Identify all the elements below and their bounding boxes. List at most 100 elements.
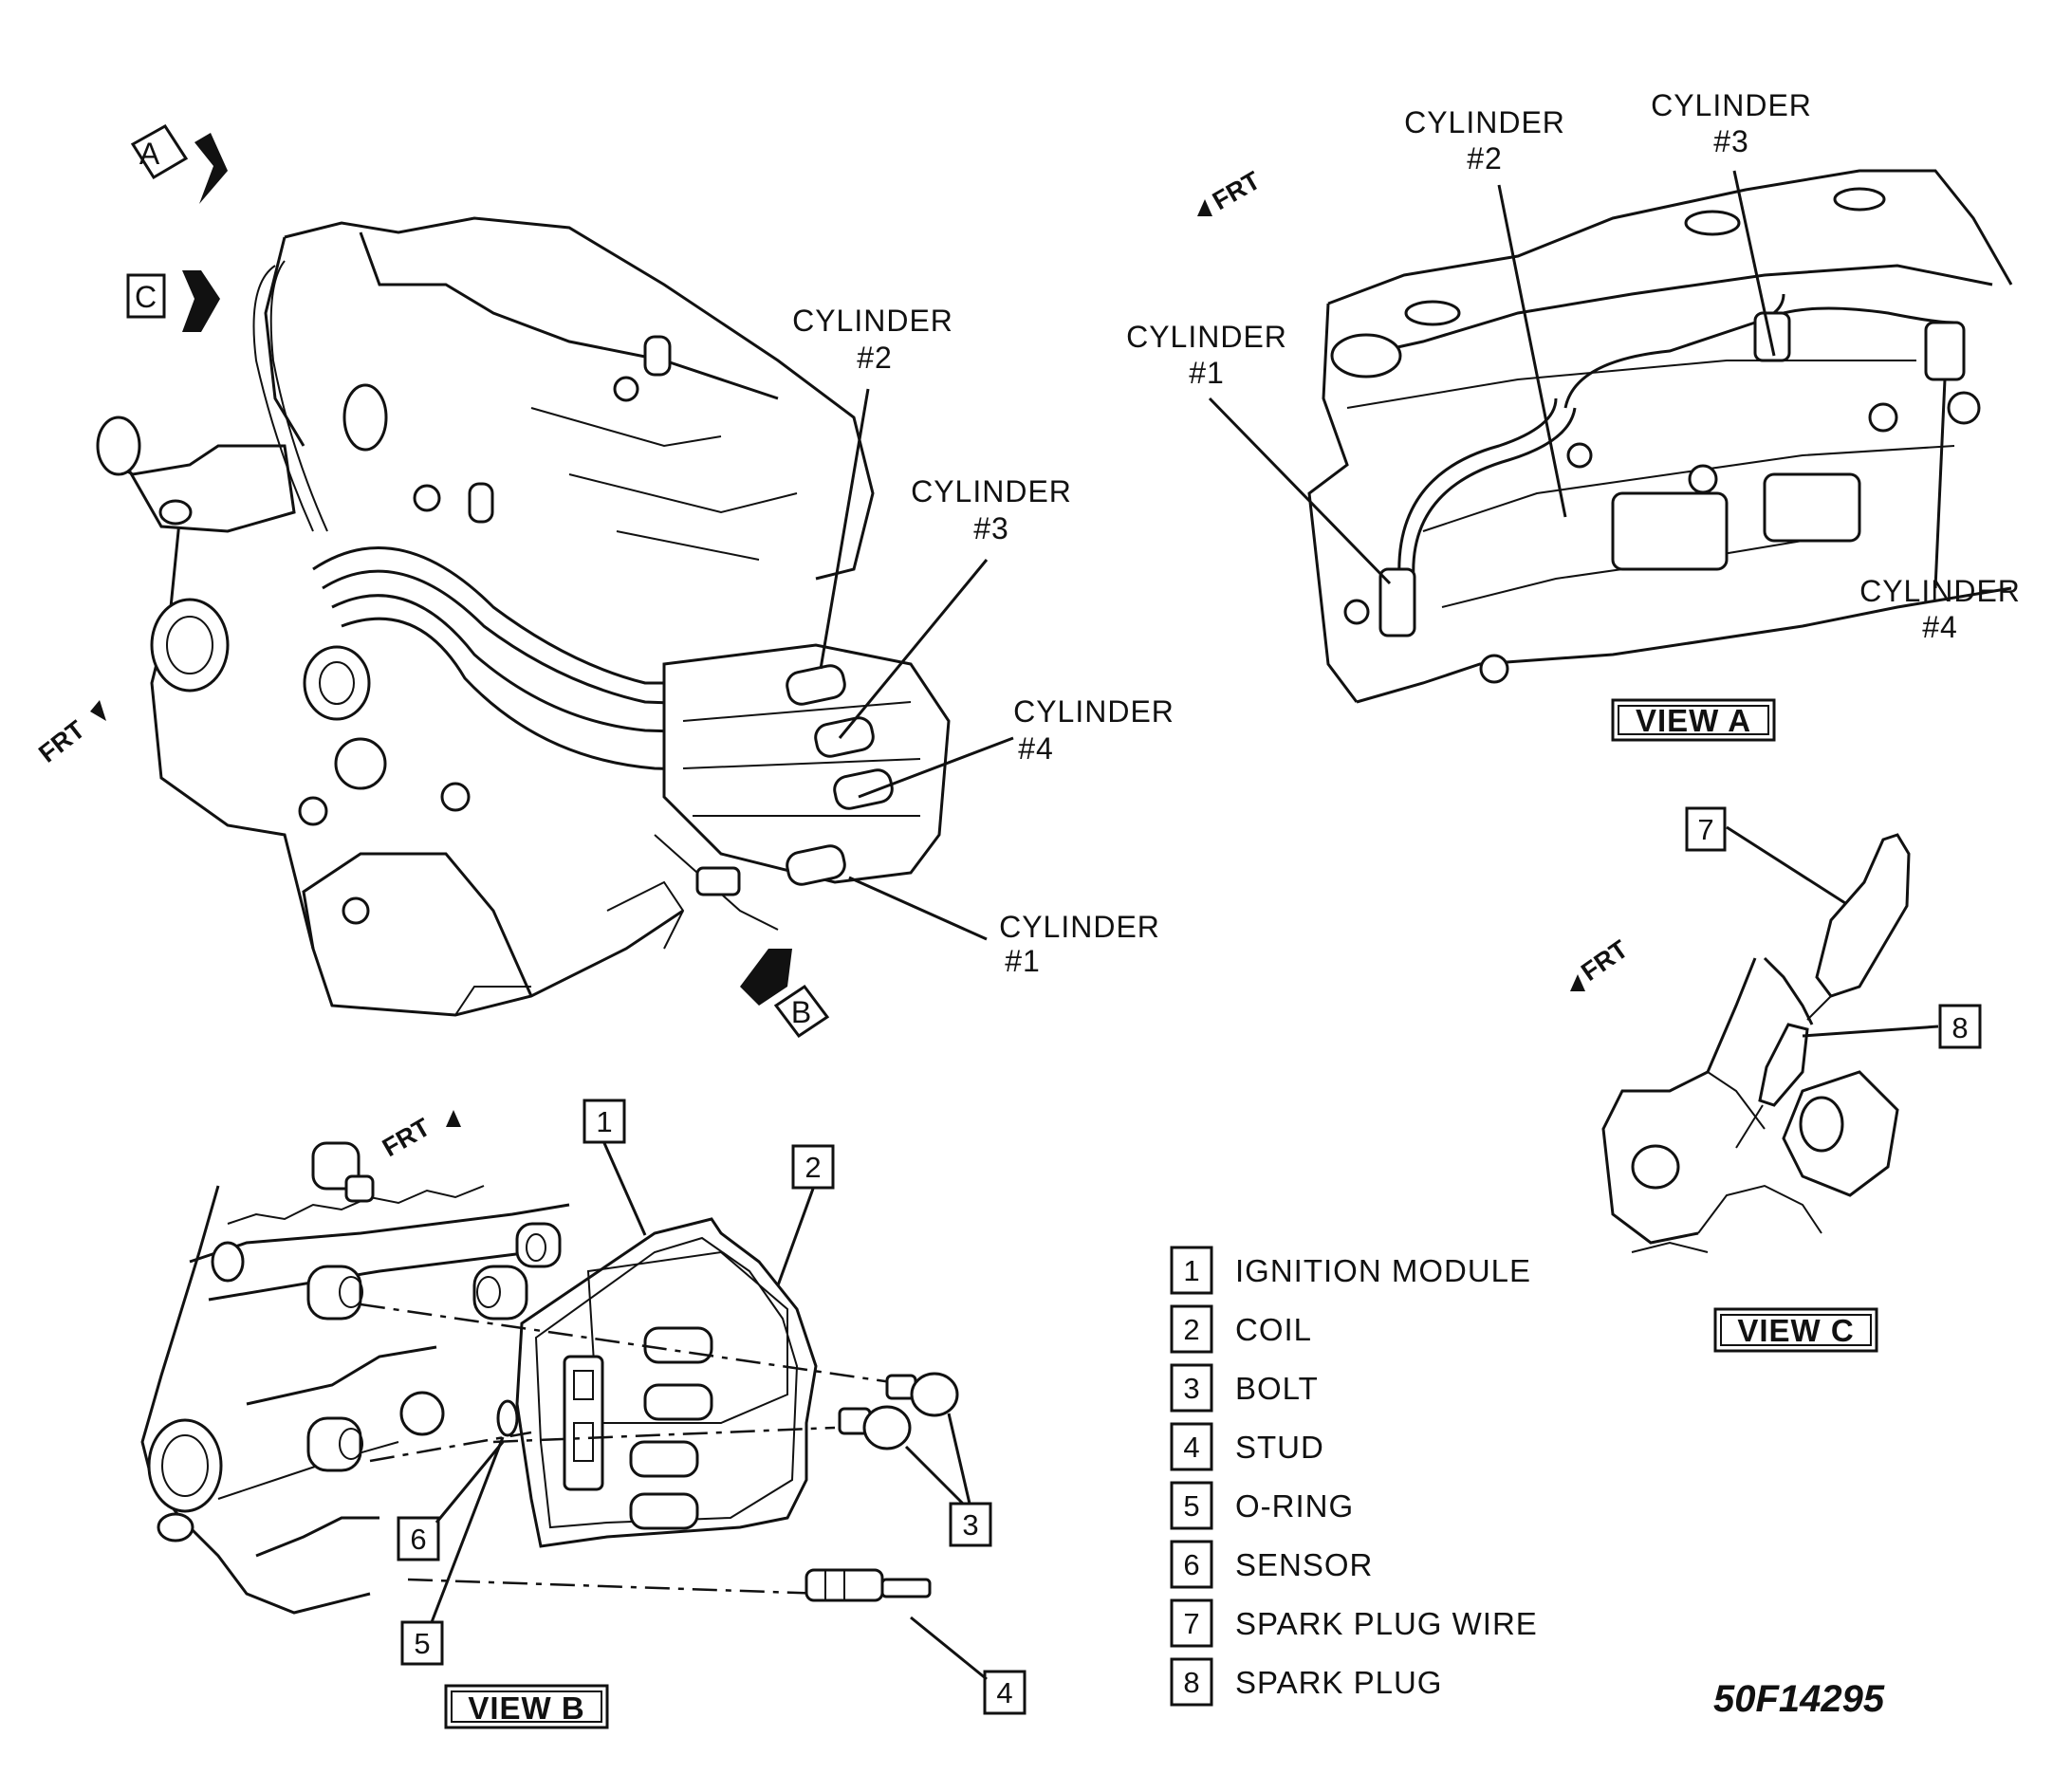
front-arrow-icon-view-b [446, 1110, 461, 1127]
arrow-c-icon [182, 270, 220, 332]
leader-4 [910, 1616, 988, 1681]
callout-main-cylinder-3-number: #3 [973, 511, 1009, 545]
legend-number: 6 [1183, 1548, 1199, 1581]
legend-number: 8 [1183, 1666, 1199, 1699]
view-c-callouts: 7 8 [1685, 806, 1982, 1049]
leader-main-cylinder-1 [848, 876, 988, 941]
callout-main-cylinder-2-number: #2 [857, 341, 893, 375]
legend-label: SPARK PLUG [1235, 1665, 1442, 1700]
legend-number: 4 [1183, 1431, 1199, 1464]
callout-view-a-cylinder-4-number: #4 [1922, 610, 1958, 644]
front-indicator-main: FRT [33, 700, 106, 768]
leader-main-cylinder-3 [838, 559, 989, 739]
callout-view-a-cylinder-2: CYLINDER [1404, 105, 1565, 139]
view-arrow-a: A [130, 124, 228, 204]
legend-item: 2 COIL [1170, 1304, 1312, 1354]
view-b-callouts: 1 2 3 4 5 6 [397, 1099, 1026, 1715]
callout-4-number: 4 [996, 1676, 1012, 1709]
front-label-view-a: FRT [1208, 166, 1266, 215]
legend-label: O-RING [1235, 1488, 1354, 1524]
arrow-a-icon [194, 133, 228, 204]
front-indicator-view-b: FRT [378, 1110, 461, 1162]
legend-number: 2 [1183, 1313, 1199, 1346]
leader-view-a-cylinder-2 [1497, 184, 1567, 518]
main-engine-view [96, 216, 951, 1017]
callout-main-cylinder-3: CYLINDER [911, 474, 1072, 508]
callout-view-a-cylinder-1: CYLINDER [1126, 320, 1287, 354]
callout-main-cylinder-1-number: #1 [1005, 944, 1041, 978]
legend-label: SENSOR [1235, 1547, 1373, 1582]
leader-3b [904, 1445, 965, 1506]
legend-label: BOLT [1235, 1371, 1319, 1406]
front-indicator-view-c: FRT [1570, 934, 1634, 991]
callout-view-a-cylinder-3-number: #3 [1713, 124, 1749, 158]
leader-3a [947, 1413, 971, 1505]
callout-view-a-cylinder-2-number: #2 [1467, 141, 1503, 176]
bolt-upper [885, 1372, 959, 1417]
leader-view-a-cylinder-1 [1208, 397, 1392, 585]
callout-main-cylinder-4: CYLINDER [1013, 694, 1174, 729]
view-arrow-c: C [126, 270, 220, 332]
callout-main-cylinder-2: CYLINDER [792, 304, 953, 338]
callout-7-number: 7 [1697, 813, 1713, 846]
legend-item: 5 O-RING [1170, 1481, 1354, 1530]
leader-main-cylinder-2 [819, 388, 870, 670]
callout-view-a-cylinder-1-number: #1 [1189, 356, 1225, 390]
front-arrow-icon [90, 700, 106, 721]
leader-view-a-cylinder-4 [1933, 379, 1947, 589]
leader-view-a-cylinder-3 [1732, 170, 1776, 357]
legend-label: IGNITION MODULE [1235, 1253, 1531, 1288]
legend-number: 5 [1183, 1489, 1199, 1523]
callout-3-number: 3 [962, 1508, 978, 1542]
legend-label: COIL [1235, 1312, 1312, 1347]
front-arrow-icon-view-c [1570, 974, 1585, 991]
legend-item: 8 SPARK PLUG [1170, 1657, 1442, 1707]
front-label-view-c: FRT [1576, 934, 1634, 987]
view-arrow-c-letter: C [135, 280, 157, 314]
figure-code: 50F14295 [1713, 1678, 1885, 1720]
callout-6-number: 6 [410, 1523, 426, 1556]
callout-view-a-cylinder-4: CYLINDER [1859, 574, 2021, 608]
legend-item: 6 SENSOR [1170, 1540, 1373, 1589]
legend-number: 1 [1183, 1254, 1199, 1287]
callout-2-number: 2 [805, 1151, 821, 1184]
bolt-lower [838, 1405, 912, 1450]
legend-item: 7 SPARK PLUG WIRE [1170, 1598, 1538, 1648]
leader-7 [1726, 825, 1846, 905]
leader-1 [602, 1142, 647, 1236]
front-indicator-view-a: FRT [1197, 166, 1266, 216]
stud [805, 1568, 932, 1602]
view-arrow-b-letter: B [791, 995, 812, 1029]
view-arrow-b: B [740, 949, 830, 1039]
callout-8-number: 8 [1951, 1011, 1968, 1044]
view-c-drawing [1601, 833, 1911, 1253]
callout-view-a-cylinder-3: CYLINDER [1651, 88, 1812, 122]
view-a-callouts: CYLINDER #2 CYLINDER #3 CYLINDER #1 CYLI… [1126, 88, 2021, 644]
legend-item: 4 STUD [1170, 1422, 1323, 1471]
callout-main-cylinder-1: CYLINDER [999, 910, 1160, 944]
legend-number: 3 [1183, 1372, 1199, 1405]
view-a-label-text: VIEW A [1636, 703, 1751, 738]
view-c-label: VIEW C [1713, 1307, 1878, 1353]
callout-1-number: 1 [596, 1105, 612, 1138]
front-label-view-b: FRT [378, 1113, 435, 1162]
view-arrow-a-letter: A [139, 137, 160, 171]
view-c-label-text: VIEW C [1737, 1313, 1854, 1348]
view-b-drawing [140, 1141, 959, 1615]
view-b-label-text: VIEW B [468, 1690, 584, 1726]
arrow-b-icon [740, 949, 792, 1006]
view-a-drawing [1307, 169, 2013, 704]
view-a-label: VIEW A [1611, 698, 1776, 742]
leader-6 [435, 1441, 505, 1524]
parts-legend: 1 IGNITION MODULE 2 COIL 3 BOLT 4 STUD 5… [1170, 1246, 1538, 1707]
front-label-main: FRT [33, 714, 90, 767]
leader-5 [430, 1436, 505, 1623]
legend-number: 7 [1183, 1607, 1199, 1640]
leader-2 [776, 1188, 815, 1286]
legend-label: SPARK PLUG WIRE [1235, 1606, 1538, 1641]
leader-8 [1802, 1025, 1939, 1038]
main-callouts: CYLINDER #2 CYLINDER #3 CYLINDER #4 CYLI… [792, 304, 1174, 978]
callout-main-cylinder-4-number: #4 [1018, 731, 1054, 766]
front-arrow-icon-view-a [1197, 199, 1212, 216]
